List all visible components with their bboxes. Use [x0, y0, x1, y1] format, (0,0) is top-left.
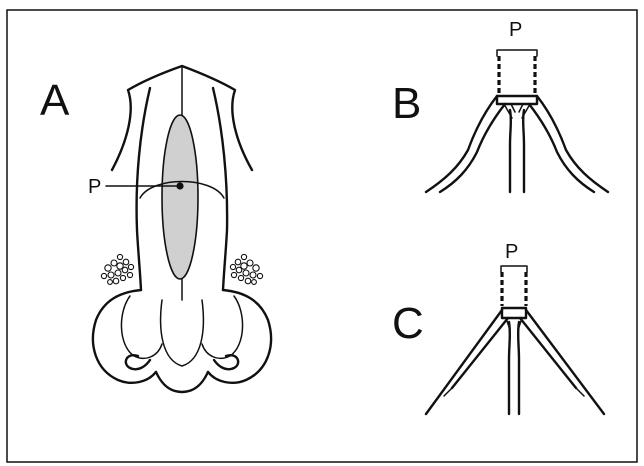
- panel-c-crus-right-inner: [520, 318, 576, 388]
- panel-c-dome: [502, 308, 526, 318]
- panel-b-columella: [510, 110, 524, 192]
- tip-inner: [161, 300, 204, 366]
- ala-left: [93, 290, 156, 383]
- panel-b-crus-left-outer: [426, 96, 497, 192]
- nasal-tip: [156, 372, 208, 392]
- point-p-label: P: [88, 176, 101, 198]
- sesamoid-cluster-right: [230, 254, 262, 284]
- panel-c-crus-left-outer: [426, 310, 502, 414]
- panel-c-letter: C: [392, 299, 424, 348]
- panel-c-bracket: [501, 266, 527, 272]
- figure-border: [7, 10, 637, 462]
- panel-b-point-label: P: [509, 19, 522, 41]
- panel-c-crus-right-outer: [526, 310, 604, 414]
- panel-c: C P: [392, 241, 604, 414]
- panel-c-point-label: P: [505, 241, 518, 263]
- ala-right: [208, 290, 271, 383]
- panel-a-letter: A: [40, 76, 70, 125]
- ala-inner-left: [121, 296, 162, 358]
- panel-b-crus-right-outer: [537, 96, 608, 192]
- panel-b-crus-left-inner: [440, 104, 505, 192]
- sesamoid-cluster-left: [101, 254, 133, 284]
- panel-b-bracket: [497, 50, 537, 56]
- panel-c-crus-left-inner: [452, 318, 508, 388]
- panel-a: A P: [40, 66, 271, 392]
- panel-b: B P: [392, 19, 608, 192]
- shaded-dorsal-region: [162, 115, 198, 279]
- panel-b-crus-right-inner: [529, 104, 594, 192]
- panel-c-columella: [509, 322, 519, 414]
- panel-b-letter: B: [392, 79, 421, 128]
- ala-inner-right: [202, 296, 243, 358]
- panel-b-dome: [497, 96, 537, 104]
- panel-c-tail-right: [576, 388, 584, 396]
